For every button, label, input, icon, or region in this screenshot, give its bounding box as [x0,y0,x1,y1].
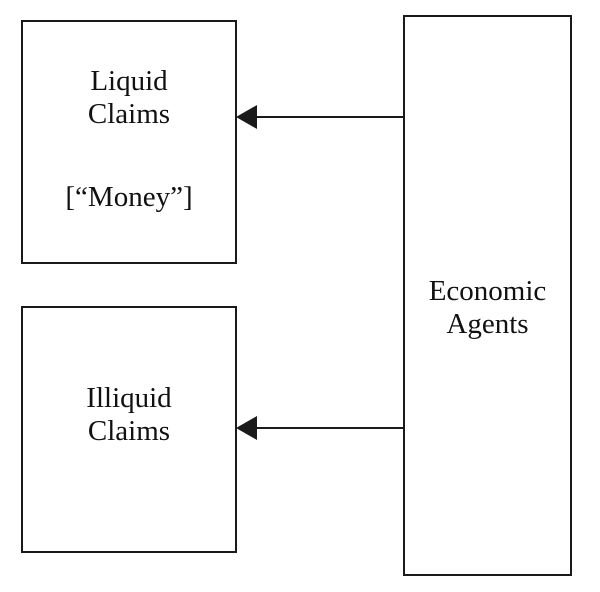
illiquid-claims-label-line2: Claims [87,415,171,447]
economic-agents-label-line1: Economic [428,275,547,307]
arrow-agents-to-liquid-head-icon [236,105,257,129]
arrow-agents-to-illiquid-line [254,427,403,429]
economic-agents-box: Economic Agents [403,15,572,576]
economic-agents-label-line2: Agents [446,308,529,340]
illiquid-claims-label-line1: Illiquid [86,382,172,414]
liquid-claims-label-line1: Liquid [90,65,168,97]
liquid-claims-label-line2: Claims [87,98,171,130]
illiquid-claims-box: Illiquid Claims [21,306,237,553]
arrow-agents-to-liquid-line [254,116,403,118]
money-annotation: [“Money”] [65,181,193,213]
liquid-claims-box: Liquid Claims [“Money”] [21,20,237,264]
arrow-agents-to-illiquid-head-icon [236,416,257,440]
